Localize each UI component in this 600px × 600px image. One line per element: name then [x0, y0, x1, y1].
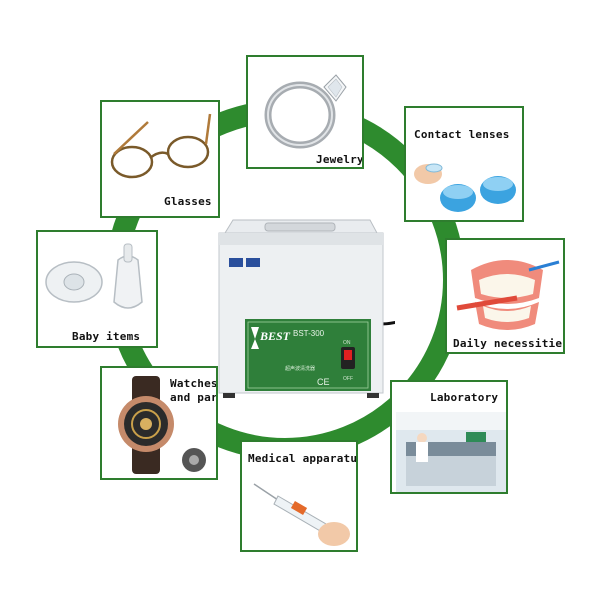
- syringe-icon: [253, 483, 350, 546]
- switch-on-label: ON: [343, 340, 351, 346]
- card-medical-apparatus: Medical apparatus: [240, 440, 358, 552]
- pacifier-icon: [45, 243, 143, 309]
- svg-text:CE: CE: [317, 377, 330, 387]
- model-label: BST-300: [293, 329, 325, 338]
- label-watches: Watches: [170, 377, 218, 390]
- laboratory-icon: [396, 412, 506, 492]
- ring-icon: [264, 74, 347, 149]
- card-contact-lenses: Contact lenses: [404, 106, 524, 222]
- ultrasonic-cleaner: CE BEST BST-300 ON OFF 超声波清洗器: [205, 215, 395, 400]
- label-baby-items: Baby items: [72, 330, 141, 343]
- card-jewelry: Jewelry: [246, 55, 364, 169]
- label-daily-necessities: Daily necessities: [453, 337, 565, 350]
- contact-lens-icon: [414, 163, 516, 212]
- brand-label: BEST: [260, 329, 291, 343]
- switch-off-label: OFF: [343, 376, 353, 382]
- card-daily-necessities: Daily necessities: [445, 238, 565, 354]
- label-and-parts: and parts: [170, 391, 218, 404]
- watch-icon: [118, 376, 206, 474]
- cleaner-body-icon: CE: [218, 219, 395, 398]
- label-contact-lenses: Contact lenses: [414, 128, 510, 141]
- card-baby-items: Baby items: [36, 230, 158, 348]
- label-laboratory: Laboratory: [430, 391, 499, 404]
- label-medical-apparatus: Medical apparatus: [248, 452, 358, 465]
- card-laboratory: Laboratory: [390, 380, 508, 494]
- denture-icon: [456, 260, 560, 330]
- card-glasses: Glasses: [100, 100, 220, 218]
- label-jewelry: Jewelry: [316, 153, 364, 166]
- card-watches-and-parts: Watches and parts: [100, 366, 218, 480]
- label-glasses: Glasses: [164, 195, 212, 208]
- glasses-icon: [110, 113, 212, 179]
- cleaner-subtitle: 超声波清洗器: [285, 366, 316, 372]
